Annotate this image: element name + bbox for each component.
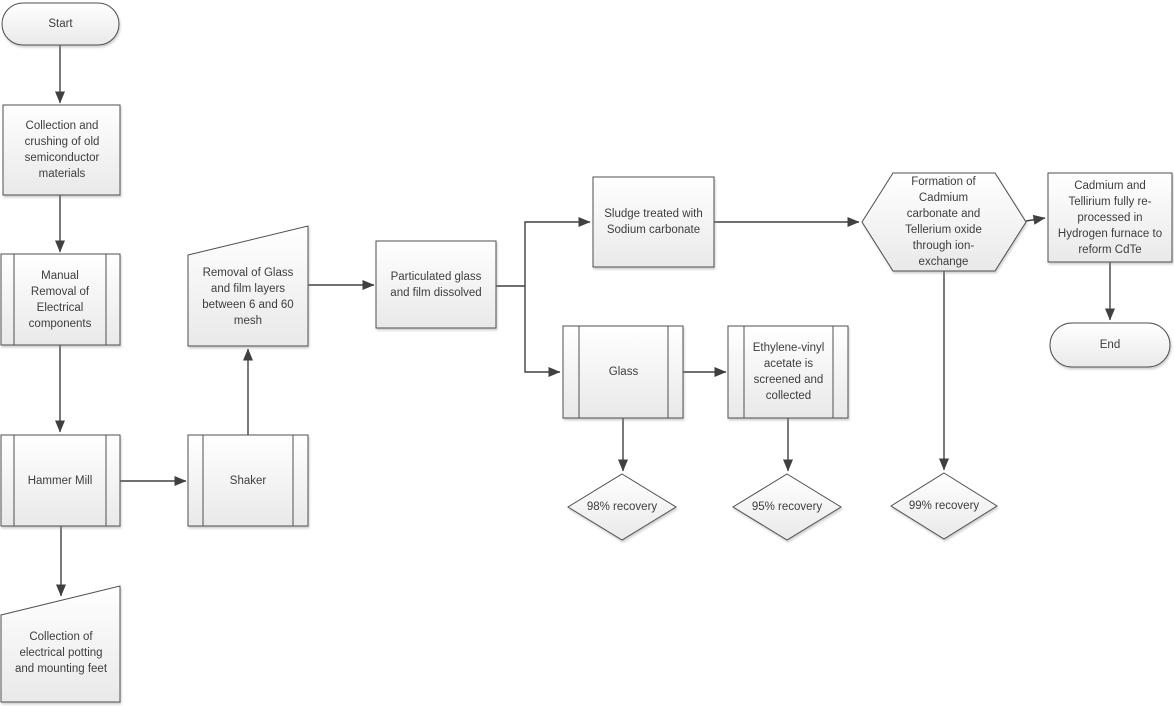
node-reform-cdte-shape [1047,172,1173,263]
node-hammer-mill-bars [13,435,107,526]
edge-ion-exchange-to-reform-cdte [1025,214,1046,225]
node-shaker-bars [202,435,294,526]
node-particulated-glass-shape [375,240,497,329]
node-removal-glass-film-shape [187,225,309,347]
node-shaker-shape [187,434,309,527]
node-hammer-mill-shape [0,434,121,527]
node-collection-crushing-shape [2,104,121,196]
node-eva-screened-shape [727,325,849,419]
node-start-shape [1,2,120,46]
node-collection-potting-shape [0,585,121,703]
node-end-shape [1049,322,1171,368]
node-ion-exchange-shape [861,172,1027,272]
node-glass-bars [578,326,669,418]
node-recovery-95-shape [732,473,842,541]
edge-particulated-to-sludge [524,217,591,286]
node-sludge-treated-shape [592,176,715,268]
node-manual-removal-bars [13,254,107,345]
edge-particulated-to-glass [524,286,561,377]
node-recovery-99-shape [890,472,998,540]
node-glass-shape [562,325,684,419]
node-recovery-98-shape [567,473,677,541]
node-manual-removal-shape [0,253,121,346]
node-eva-screened-bars [743,326,834,418]
